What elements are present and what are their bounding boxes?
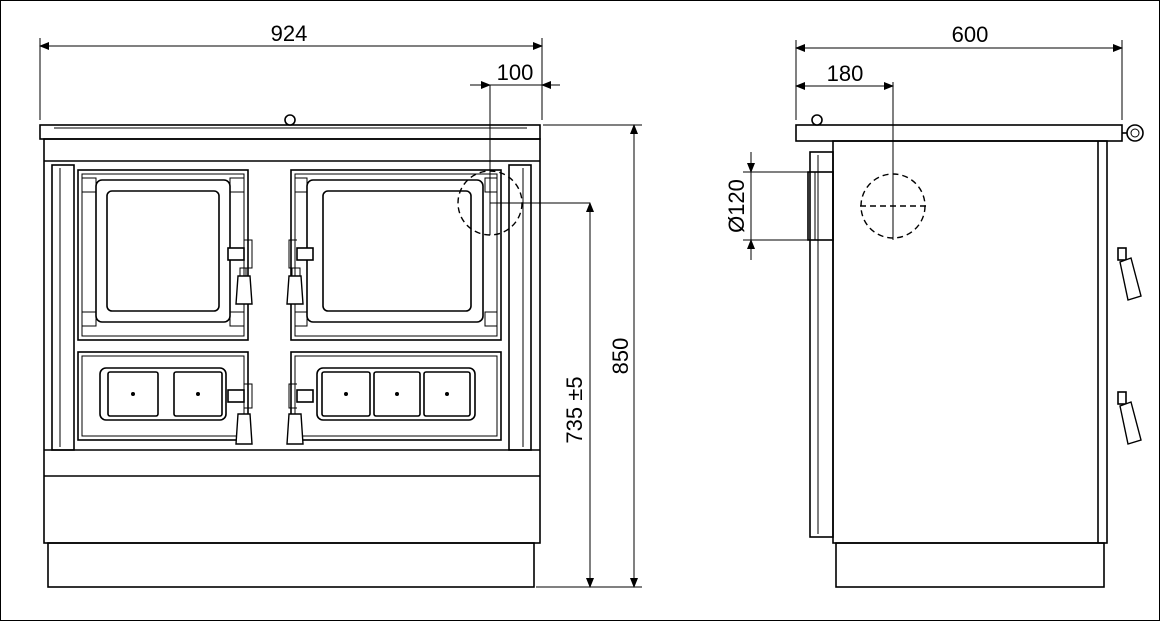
side-body bbox=[832, 140, 1108, 544]
side-front-profile bbox=[809, 151, 834, 538]
drawer-hinge bbox=[296, 389, 314, 403]
front-cooktop bbox=[39, 124, 541, 140]
door-handle bbox=[286, 275, 304, 305]
dim-depth: 600 bbox=[952, 22, 989, 47]
lower-left-drawer bbox=[77, 351, 253, 445]
lower-right-drawer bbox=[286, 351, 502, 445]
door-hinge bbox=[296, 247, 314, 261]
front-left-pilaster bbox=[51, 164, 75, 451]
dim-overall-height: 850 bbox=[608, 338, 633, 375]
upper-left-door bbox=[77, 169, 253, 341]
drawer-hinge bbox=[227, 389, 245, 403]
side-view bbox=[795, 82, 1144, 588]
front-plinth bbox=[47, 542, 535, 588]
door-hinge bbox=[227, 247, 245, 261]
dim-overall-width: 924 bbox=[271, 21, 308, 46]
side-flue-pipe bbox=[807, 171, 834, 241]
side-plinth bbox=[835, 542, 1105, 588]
front-view bbox=[39, 85, 590, 588]
door-handle bbox=[235, 275, 253, 305]
drawer-handle bbox=[286, 413, 304, 445]
drawer-handle bbox=[235, 413, 253, 445]
dim-flue-height: 735 ±5 bbox=[562, 376, 587, 443]
upper-right-door bbox=[286, 169, 502, 341]
dim-flue-diameter: Ø120 bbox=[724, 179, 749, 233]
dim-flue-offset-front: 100 bbox=[497, 60, 534, 85]
front-right-pilaster bbox=[508, 164, 532, 451]
front-knob bbox=[284, 114, 296, 126]
dim-flue-offset-side: 180 bbox=[827, 61, 864, 86]
side-rail-knob bbox=[1126, 124, 1144, 142]
dimension-labels: 924 100 850 735 ±5 600 180 Ø120 bbox=[271, 21, 989, 444]
dimension-lines bbox=[39, 38, 1123, 588]
side-cooktop bbox=[795, 124, 1123, 142]
front-body bbox=[43, 138, 541, 544]
side-handle-upper bbox=[1117, 247, 1142, 301]
side-handle-lower bbox=[1117, 391, 1142, 445]
